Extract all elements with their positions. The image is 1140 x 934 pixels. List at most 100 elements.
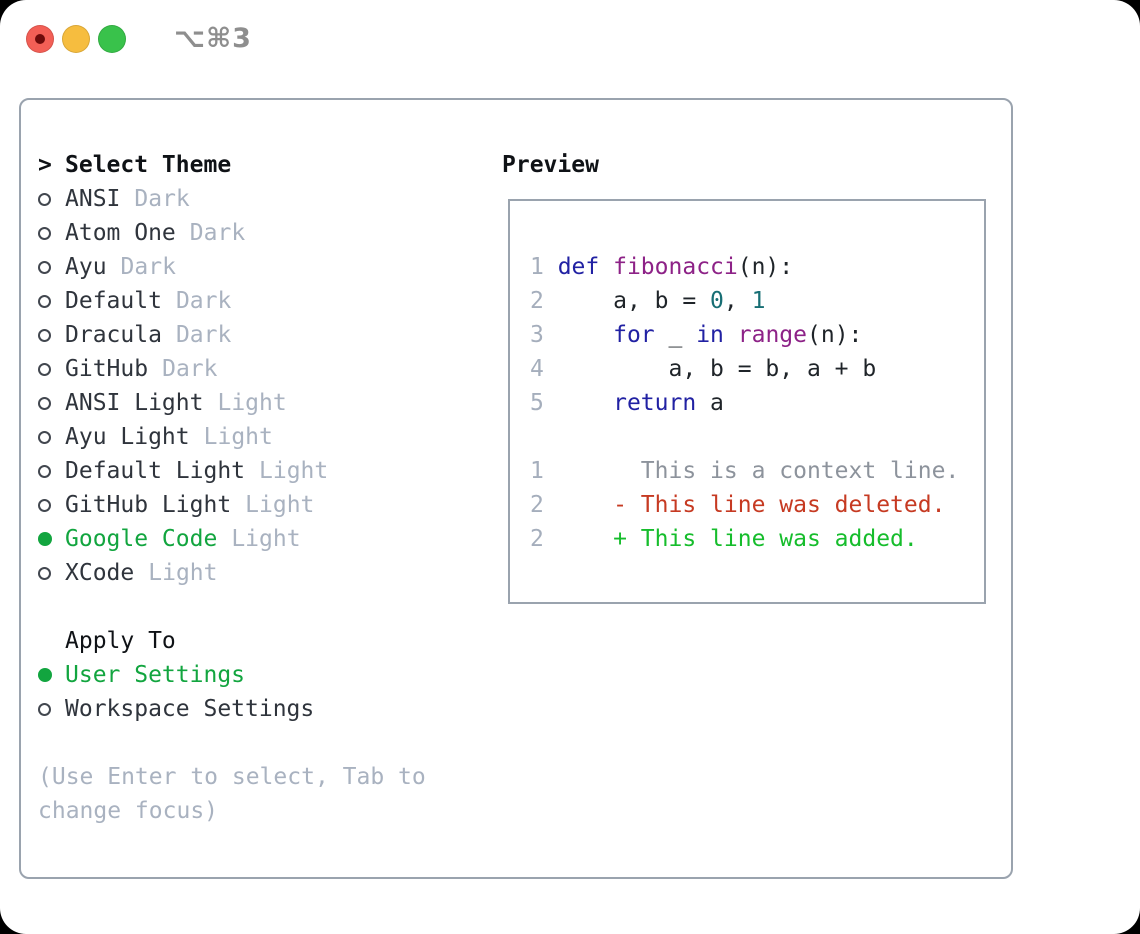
line-number: 2 xyxy=(530,288,558,314)
code-token-fun: range xyxy=(737,322,807,348)
option-label: Dracula xyxy=(65,322,162,348)
variant-tag: Dark xyxy=(120,254,176,280)
code-token-pln xyxy=(724,322,738,348)
code-line: 4 a, b = b, a + b xyxy=(530,352,984,386)
radio-unselected-icon xyxy=(38,226,51,240)
radio-marker xyxy=(38,668,65,682)
theme-option-ansi-light[interactable]: ANSI Light Light xyxy=(38,386,488,420)
theme-option-github-light[interactable]: GitHub Light Light xyxy=(38,488,488,522)
code-token-pln: a, b = b, a + b xyxy=(557,356,877,382)
line-number: 5 xyxy=(530,390,558,416)
code-token-pln: a, b = xyxy=(557,288,711,314)
option-label: ANSI xyxy=(65,186,121,212)
option-label: Google Code xyxy=(65,526,218,552)
help-text: (Use Enter to select, Tab to change focu… xyxy=(38,764,426,824)
maximize-button[interactable] xyxy=(98,24,126,53)
apply-to-title: Apply To xyxy=(65,628,176,654)
code-token-kwd: def xyxy=(557,254,600,280)
theme-option-google-code[interactable]: Google Code Light xyxy=(38,522,488,556)
option-label: Atom One xyxy=(65,220,176,246)
select-theme-header: > Select Theme xyxy=(38,148,488,182)
code-token-del: - This line was deleted. xyxy=(557,492,946,518)
theme-option-default[interactable]: Default Dark xyxy=(38,284,488,318)
keyboard-shortcut-label: ⌥⌘3 xyxy=(174,23,252,54)
code-token-pln xyxy=(558,322,613,348)
radio-unselected-icon xyxy=(38,328,51,342)
option-label: Default xyxy=(65,288,162,314)
variant-tag: Light xyxy=(148,560,218,586)
code-token-lit: 1 xyxy=(751,288,766,314)
variant-tag: Light xyxy=(231,526,301,552)
radio-unselected-icon xyxy=(38,396,51,410)
code-token-fun: fibonacci xyxy=(613,254,738,280)
variant-tag: Light xyxy=(245,492,315,518)
radio-unselected-icon xyxy=(38,702,51,716)
option-label: GitHub xyxy=(65,356,149,382)
code-line: 2 - This line was deleted. xyxy=(530,488,984,522)
option-label: Default Light xyxy=(65,458,246,484)
line-number: 2 xyxy=(530,492,558,518)
apply-to-header: Apply To xyxy=(38,624,488,658)
code-token-pln: a xyxy=(696,390,724,416)
variant-tag: Dark xyxy=(189,220,246,246)
option-label: Workspace Settings xyxy=(65,696,315,722)
radio-marker xyxy=(38,294,65,308)
radio-unselected-icon xyxy=(38,260,51,274)
code-line: 5 return a xyxy=(530,386,984,420)
close-button[interactable] xyxy=(26,24,54,53)
radio-unselected-icon xyxy=(38,498,51,512)
code-token-kwd: for xyxy=(613,322,655,348)
preview-title: Preview xyxy=(502,152,599,178)
radio-selected-icon xyxy=(38,532,52,546)
code-token-add: + This line was added. xyxy=(557,526,918,552)
code-token-pln: , xyxy=(723,288,752,314)
variant-tag: Dark xyxy=(175,288,232,314)
radio-unselected-icon xyxy=(38,430,51,444)
code-token-pln xyxy=(599,254,613,280)
code-token-ctx: This is a context line. xyxy=(557,458,960,484)
variant-tag: Light xyxy=(217,390,287,416)
option-label: User Settings xyxy=(65,662,246,688)
code-line: 1 def fibonacci(n): xyxy=(530,250,984,284)
minimize-button[interactable] xyxy=(62,24,90,53)
option-label: ANSI Light xyxy=(65,390,204,416)
code-token-pln xyxy=(558,390,613,416)
radio-marker xyxy=(38,702,65,716)
line-number: 1 xyxy=(530,254,558,280)
variant-tag: Light xyxy=(259,458,329,484)
titlebar: ⌥⌘3 xyxy=(26,23,252,54)
prompt-icon: > xyxy=(38,152,52,178)
code-token-pln: _ xyxy=(654,322,697,348)
apply-option-workspace-settings[interactable]: Workspace Settings xyxy=(38,692,488,726)
code-line: 2 a, b = 0, 1 xyxy=(530,284,984,318)
radio-marker xyxy=(38,328,65,342)
line-number: 4 xyxy=(530,356,558,382)
code-line: 2 + This line was added. xyxy=(530,522,984,556)
radio-selected-icon xyxy=(38,668,52,682)
theme-option-atom-one[interactable]: Atom One Dark xyxy=(38,216,488,250)
radio-unselected-icon xyxy=(38,566,51,580)
radio-marker xyxy=(38,498,65,512)
radio-marker xyxy=(38,226,65,240)
theme-option-default-light[interactable]: Default Light Light xyxy=(38,454,488,488)
code-line: 3 for _ in range(n): xyxy=(530,318,984,352)
radio-unselected-icon xyxy=(38,294,51,308)
apply-option-user-settings[interactable]: User Settings xyxy=(38,658,488,692)
option-label: GitHub Light xyxy=(65,492,232,518)
radio-marker xyxy=(38,362,65,376)
line-number: 2 xyxy=(530,526,558,552)
code-token-pln: (n): xyxy=(807,322,863,348)
radio-unselected-icon xyxy=(38,192,51,206)
radio-unselected-icon xyxy=(38,362,51,376)
